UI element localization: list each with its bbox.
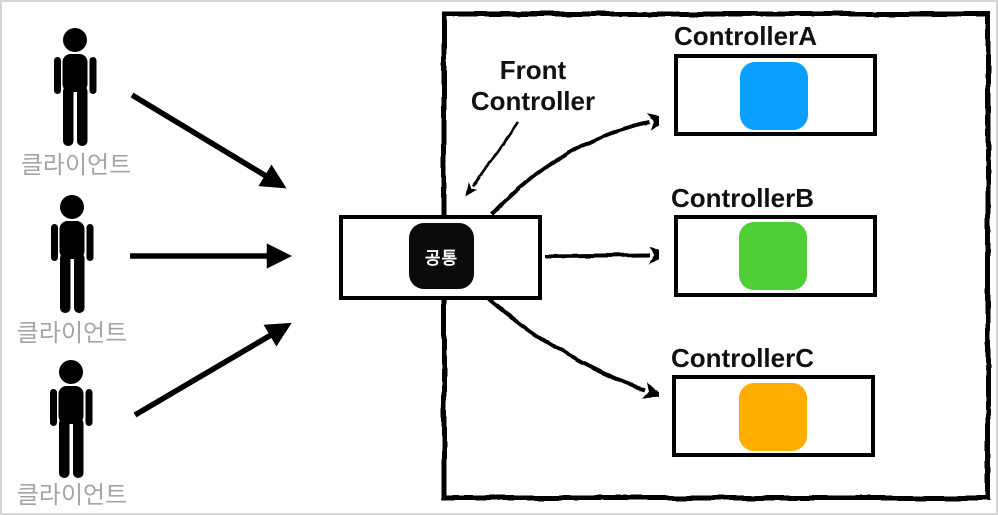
client-label: 클라이언트 [20, 152, 132, 179]
controller-b-label: ControllerB [671, 183, 814, 213]
controller-a-label: ControllerA [674, 21, 817, 51]
client-label: 클라이언트 [16, 482, 128, 509]
controller-c-chip [739, 383, 807, 451]
front-controller-annotation: Front Controller [470, 55, 596, 116]
controller-b-chip [739, 222, 807, 290]
person-icon [54, 28, 97, 146]
dispatch-arrow-controller-c [486, 296, 665, 399]
client-label: 클라이언트 [16, 320, 128, 347]
controller-c-label: ControllerC [671, 343, 814, 373]
front-controller-annotation-arrow [464, 121, 520, 198]
client1-request-arrow [130, 92, 287, 189]
controller-a-chip [740, 62, 808, 130]
person-icon [50, 360, 93, 478]
client3-request-arrow [133, 322, 292, 418]
common-logic-badge: 공통 [409, 223, 474, 289]
dispatch-arrow-controller-a [490, 113, 669, 216]
person-icon [51, 195, 94, 313]
dispatch-arrow-controller-b [544, 246, 669, 264]
common-logic-label: 공통 [424, 248, 459, 268]
